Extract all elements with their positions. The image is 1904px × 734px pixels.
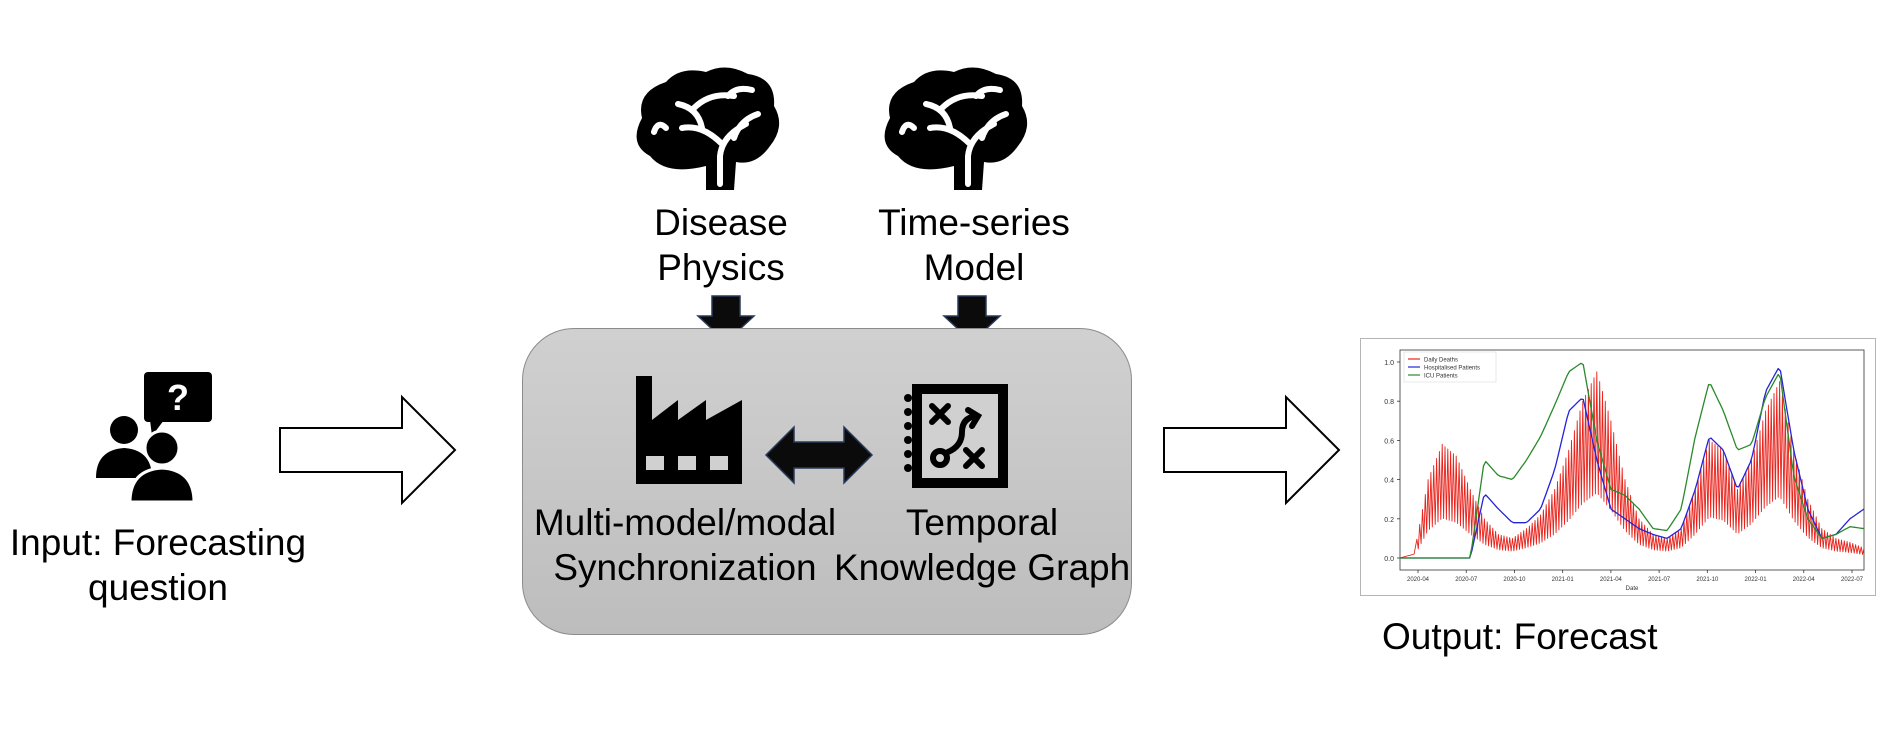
legend-entry: Daily Deaths: [1424, 358, 1458, 364]
series-line-1: [1400, 367, 1865, 559]
x-tick-label: 2020-04: [1407, 577, 1430, 583]
output-label: Output: Forecast: [1382, 616, 1658, 657]
brain-icon-disease: [636, 66, 782, 190]
x-tick-label: 2020-07: [1455, 577, 1478, 583]
y-tick-label: 0.4: [1384, 478, 1394, 485]
x-axis-label: Date: [1626, 586, 1639, 592]
legend-entry: Hospitalised Patients: [1424, 366, 1480, 372]
input-label: Input: Forecasting question: [9, 522, 307, 608]
y-tick-label: 1.0: [1384, 360, 1394, 367]
x-tick-label: 2021-07: [1648, 577, 1671, 583]
x-tick-label: 2022-07: [1841, 577, 1864, 583]
forecast-chart: 0.0 0.2 0.4 0.6 0.8 1.0 2020-04 2020-07 2020-10 2…: [1360, 338, 1876, 596]
series-line-0: [1399, 371, 1865, 559]
series-line-2: [1400, 362, 1865, 559]
sync-label: Multi-model/modal Synchronization: [533, 502, 837, 588]
core-framework-box: [522, 328, 1132, 635]
flow-arrow-input: [278, 394, 458, 506]
brain-icon: [636, 67, 780, 190]
y-tick-label: 0.0: [1384, 556, 1394, 563]
disease-physics-label: Disease Physics: [654, 202, 788, 288]
tkg-label: Temporal Knowledge Graph: [834, 502, 1131, 588]
x-tick-label: 2021-01: [1552, 577, 1575, 583]
brain-icon: [884, 67, 1028, 190]
plot-area: [1399, 349, 1865, 571]
x-tick-label: 2022-01: [1745, 577, 1768, 583]
x-tick-label: 2021-04: [1600, 577, 1623, 583]
input-icon: ?: [94, 372, 214, 502]
strategy-notebook-icon: [900, 380, 1012, 492]
y-tick-label: 0.2: [1384, 517, 1394, 524]
bidirectional-arrow: [764, 424, 874, 486]
y-tick-label: 0.8: [1384, 399, 1394, 406]
time-series-model-label: Time-series Model: [878, 202, 1070, 288]
legend-entry: ICU Patients: [1424, 374, 1458, 380]
x-tick-label: 2020-10: [1503, 577, 1526, 583]
factory-icon: [632, 372, 744, 484]
users-question-icon: ?: [96, 372, 212, 502]
x-tick-label: 2021-10: [1696, 577, 1719, 583]
flow-arrow-output: [1162, 394, 1342, 506]
x-tick-label: 2022-04: [1793, 577, 1816, 583]
svg-text:?: ?: [167, 377, 189, 418]
brain-icon-timeseries: [884, 66, 1030, 190]
y-tick-label: 0.6: [1384, 438, 1394, 445]
